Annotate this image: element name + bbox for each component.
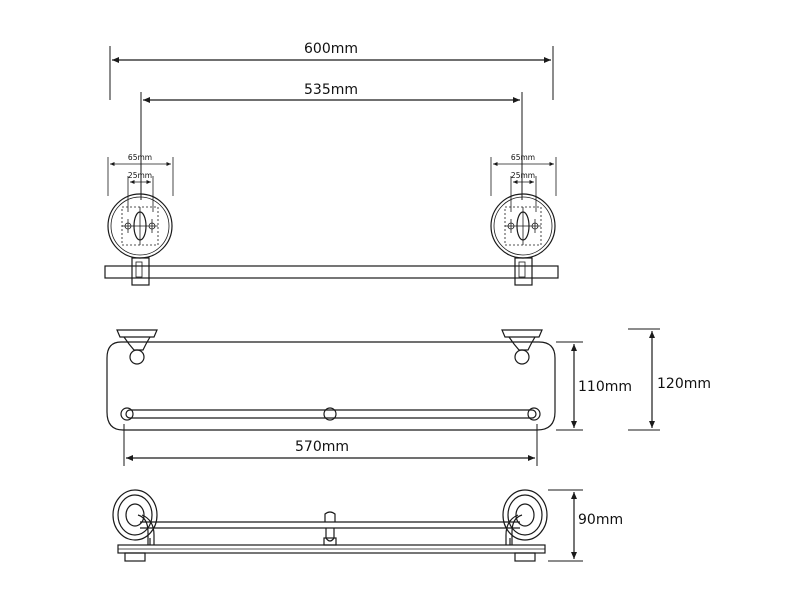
fixing-centres-label: 535mm: [304, 82, 358, 98]
right-front-bracket: [501, 329, 543, 365]
glass-length-label: 570mm: [295, 439, 349, 455]
height-label: 90mm: [578, 512, 623, 528]
left-hole-spacing-label: 25mm: [128, 171, 152, 180]
left-front-bracket: [116, 329, 158, 365]
right-bracket-dimensions: 65mm 25mm: [490, 153, 557, 212]
left-wall-plate: [107, 193, 173, 259]
side-shelf-base: [117, 538, 546, 562]
total-depth-label: 120mm: [657, 376, 711, 392]
overall-width-label: 600mm: [304, 41, 358, 57]
front-view: 570mm 110mm 120mm: [106, 328, 711, 466]
glass-shelf: [106, 341, 556, 431]
glass-depth-dimension: 110mm: [556, 341, 632, 431]
gallery-rail: [120, 407, 541, 421]
top-view: 600mm 535mm 65mm 25mm 65mm: [104, 41, 559, 286]
right-wall-plate: [490, 193, 556, 259]
glass-depth-label: 110mm: [578, 379, 632, 395]
right-rosette: [502, 489, 548, 545]
height-dimension: 90mm: [548, 489, 623, 562]
total-depth-dimension: 120mm: [628, 328, 711, 431]
overall-width-dimension: 600mm: [109, 41, 554, 100]
top-rail: [104, 257, 559, 286]
left-rosette: [112, 489, 158, 545]
glass-length-dimension: 570mm: [123, 424, 538, 466]
left-plate-width-label: 65mm: [128, 153, 152, 162]
right-hole-spacing-label: 25mm: [511, 171, 535, 180]
right-plate-width-label: 65mm: [511, 153, 535, 162]
left-bracket-dimensions: 65mm 25mm: [107, 153, 174, 212]
fixing-centres-dimension: 535mm: [140, 82, 523, 200]
side-gallery-rail: [140, 511, 520, 546]
side-view: 90mm: [112, 489, 623, 562]
